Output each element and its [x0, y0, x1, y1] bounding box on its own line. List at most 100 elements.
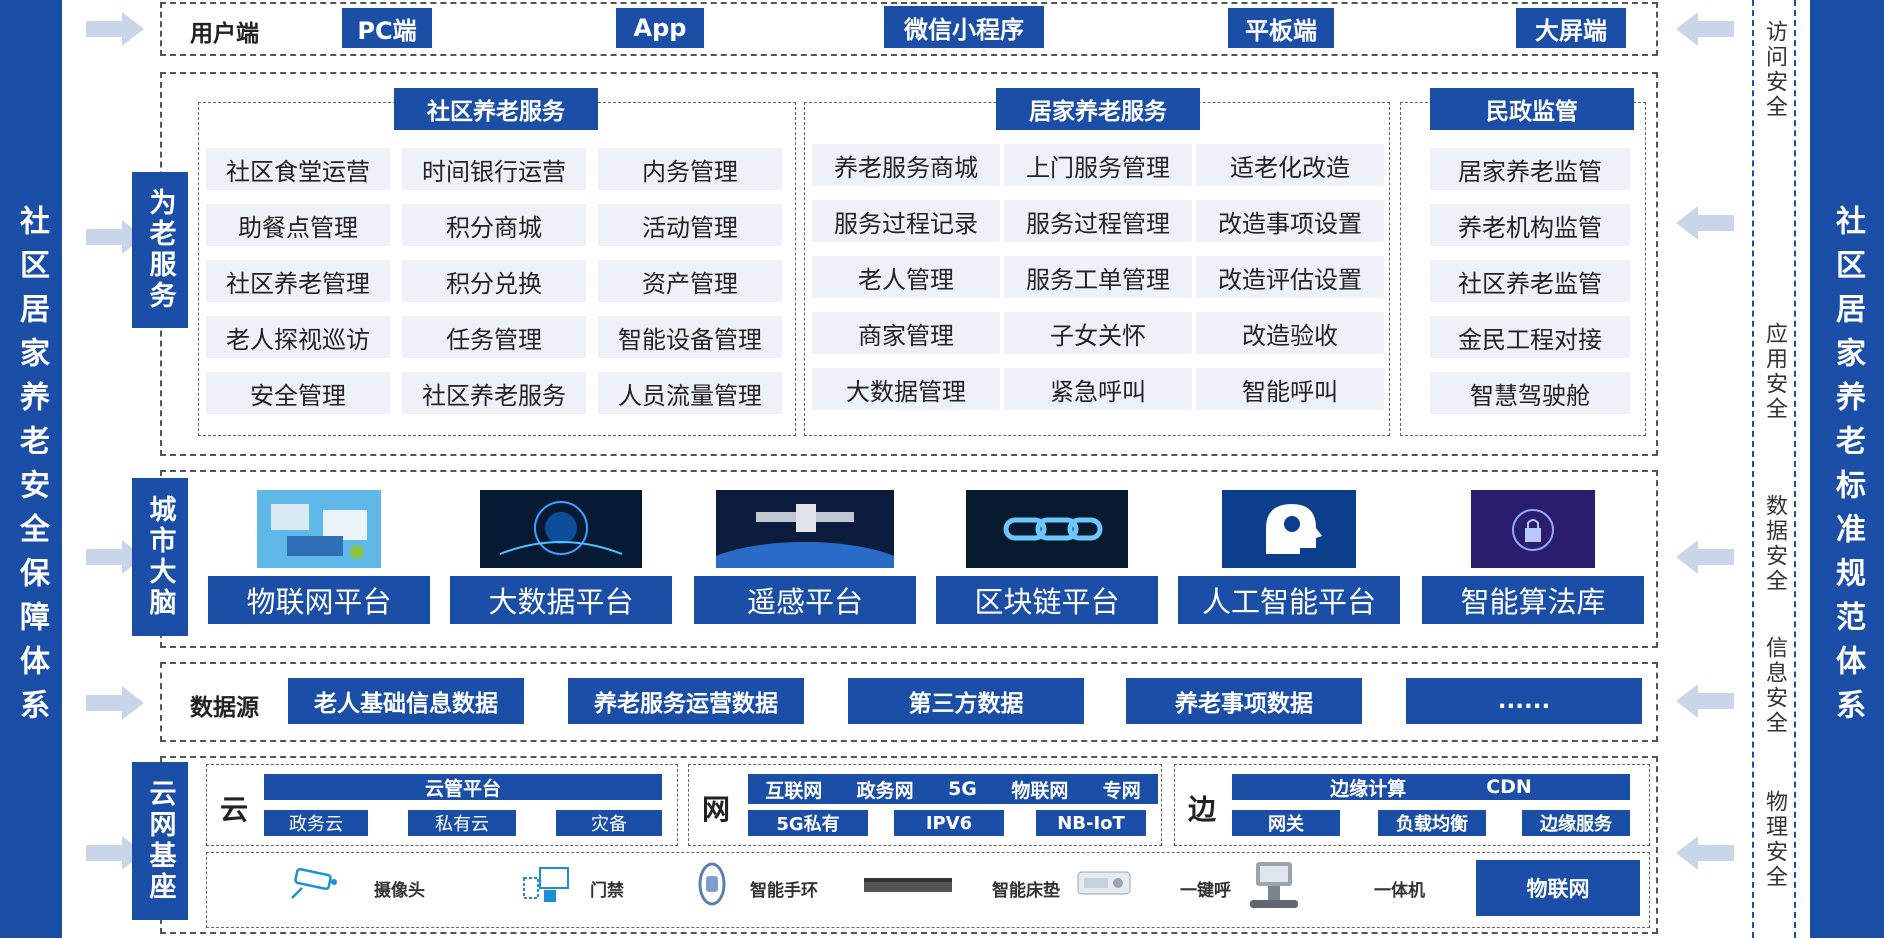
user-client-tag: 微信小程序 — [884, 6, 1044, 48]
infra-layer-side-label: 云网基座 — [132, 762, 188, 920]
service-cell: 智慧驾驶舱 — [1430, 372, 1630, 414]
service-cell: 资产管理 — [598, 260, 782, 302]
security-item: 访问安全 — [1754, 20, 1794, 160]
platform-image — [1222, 490, 1356, 568]
right-side-bar-label: 社区居家养老标准规范体系 — [1825, 205, 1869, 733]
net-top-bar: 互联网 政务网 5G 物联网 专网 — [748, 774, 1158, 804]
net-top-item: 专网 — [1103, 776, 1141, 803]
platform-tag: 人工智能平台 — [1178, 576, 1400, 624]
left-side-bar: 社区居家养老安全保障体系 — [0, 0, 62, 938]
service-cell: 子女关怀 — [1004, 312, 1192, 354]
mattress-icon — [862, 874, 954, 900]
cloud-item: 灾备 — [556, 810, 662, 836]
edge-item: 边缘服务 — [1522, 810, 1630, 836]
service-cell: 任务管理 — [402, 316, 586, 358]
service-cell: 人员流量管理 — [598, 372, 782, 414]
platform-tag: 遥感平台 — [694, 576, 916, 624]
device-label: 门禁 — [590, 876, 624, 901]
edge-top-item: CDN — [1486, 776, 1532, 798]
service-group-title: 居家养老服务 — [996, 88, 1200, 130]
service-cell: 内务管理 — [598, 148, 782, 190]
wristband-icon — [694, 860, 730, 912]
service-cell: 服务过程管理 — [1004, 200, 1192, 242]
net-top-item: 物联网 — [1011, 776, 1068, 803]
data-source-tag: 养老事项数据 — [1126, 678, 1362, 724]
service-cell: 老人探视巡访 — [206, 316, 390, 358]
service-cell: 智能呼叫 — [1196, 368, 1384, 410]
data-source-tag: 老人基础信息数据 — [288, 678, 524, 724]
data-layer-label: 数据源 — [190, 688, 259, 722]
platform-image — [1471, 490, 1595, 568]
user-client-tag: 平板端 — [1228, 8, 1334, 48]
service-cell: 养老机构监管 — [1430, 204, 1630, 246]
user-client-tag: PC端 — [342, 8, 432, 48]
service-cell: 上门服务管理 — [1004, 144, 1192, 186]
right-arrow-icon — [86, 686, 144, 724]
service-cell: 社区养老监管 — [1430, 260, 1630, 302]
net-item: IPV6 — [894, 810, 1004, 836]
platform-image — [480, 490, 642, 568]
platform-tag: 智能算法库 — [1422, 576, 1644, 624]
left-arrow-icon — [1676, 836, 1734, 874]
device-label: 摄像头 — [374, 876, 425, 901]
security-column: 访问安全 应用安全 数据安全 信息安全 物理安全 — [1752, 0, 1796, 938]
edge-item: 负载均衡 — [1378, 810, 1486, 836]
platform-image — [716, 490, 894, 568]
right-arrow-icon — [86, 12, 144, 50]
kiosk-icon — [1242, 856, 1306, 916]
service-group-title: 社区养老服务 — [394, 88, 598, 130]
platform-tag: 区块链平台 — [936, 576, 1158, 624]
platform-image — [257, 490, 381, 568]
edge-item: 网关 — [1232, 810, 1340, 836]
cloud-item: 政务云 — [264, 810, 368, 836]
left-side-bar-label: 社区居家养老安全保障体系 — [9, 205, 53, 733]
iot-tag: 物联网 — [1476, 860, 1640, 916]
right-side-bar: 社区居家养老标准规范体系 — [1810, 0, 1884, 938]
service-cell: 改造评估设置 — [1196, 256, 1384, 298]
data-source-tag: 第三方数据 — [848, 678, 1084, 724]
service-cell: 安全管理 — [206, 372, 390, 414]
service-cell: 居家养老监管 — [1430, 148, 1630, 190]
service-cell: 紧急呼叫 — [1004, 368, 1192, 410]
security-item: 数据安全 — [1754, 494, 1794, 614]
call-button-icon — [1074, 868, 1134, 902]
edge-top-bar: 边缘计算 CDN — [1232, 774, 1630, 800]
service-cell: 社区食堂运营 — [206, 148, 390, 190]
service-cell: 服务工单管理 — [1004, 256, 1192, 298]
service-cell: 金民工程对接 — [1430, 316, 1630, 358]
left-arrow-icon — [1676, 540, 1734, 578]
platform-tag: 物联网平台 — [208, 576, 430, 624]
device-label: 一键呼 — [1180, 876, 1231, 901]
service-cell: 社区养老管理 — [206, 260, 390, 302]
left-arrow-icon — [1676, 12, 1734, 50]
platform-image — [966, 490, 1128, 568]
cloud-label: 云 — [220, 788, 248, 828]
cloud-item: 私有云 — [408, 810, 516, 836]
data-source-tag: 养老服务运营数据 — [568, 678, 804, 724]
service-cell: 智能设备管理 — [598, 316, 782, 358]
device-label: 智能床垫 — [992, 876, 1060, 901]
security-item: 应用安全 — [1754, 322, 1794, 442]
camera-icon — [288, 868, 342, 906]
door-access-icon — [520, 866, 572, 908]
user-layer-label: 用户端 — [190, 14, 259, 48]
left-arrow-icon — [1676, 684, 1734, 722]
left-arrow-icon — [1676, 206, 1734, 244]
device-label: 智能手环 — [750, 876, 818, 901]
net-item: NB-IoT — [1036, 810, 1146, 836]
device-label: 一体机 — [1374, 876, 1425, 901]
net-label: 网 — [702, 788, 730, 828]
service-cell: 养老服务商城 — [812, 144, 1000, 186]
edge-top-item: 边缘计算 — [1330, 774, 1406, 801]
net-top-item: 互联网 — [765, 776, 822, 803]
service-cell: 改造验收 — [1196, 312, 1384, 354]
service-layer-side-label: 为老服务 — [132, 172, 188, 328]
user-client-tag: App — [616, 8, 704, 48]
service-cell: 服务过程记录 — [812, 200, 1000, 242]
service-group-title: 民政监管 — [1430, 88, 1634, 130]
platform-tag: 大数据平台 — [450, 576, 672, 624]
user-client-tag: 大屏端 — [1516, 8, 1626, 48]
service-cell: 社区养老服务 — [402, 372, 586, 414]
service-cell: 商家管理 — [812, 312, 1000, 354]
service-cell: 积分商城 — [402, 204, 586, 246]
